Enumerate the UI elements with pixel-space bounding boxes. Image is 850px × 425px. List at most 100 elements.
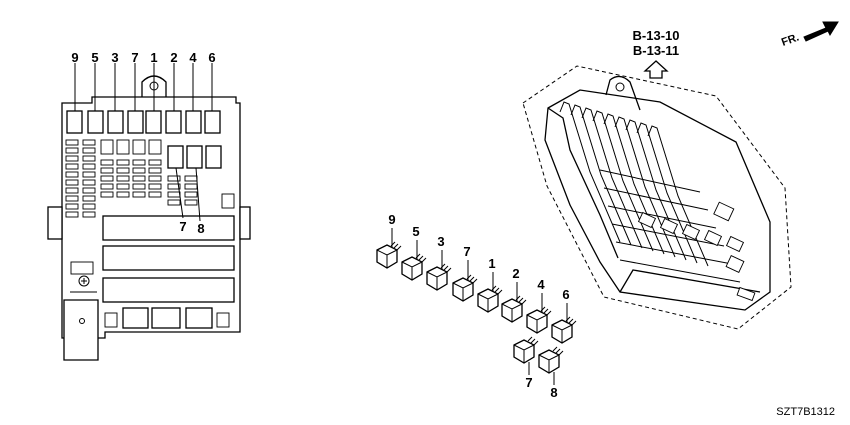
fuse-slot	[184, 191, 198, 198]
relay	[426, 250, 452, 291]
fuse-slot	[132, 183, 146, 190]
ground-screw-icon	[78, 275, 90, 287]
part-code: SZT7B1312	[776, 406, 835, 418]
fuse-box-front-view: 9 5 3 7 1 2 4 6 7 8	[47, 50, 251, 361]
fuse-slot	[82, 187, 96, 194]
left-label-6: 4	[189, 50, 197, 65]
exploded-relays	[376, 228, 577, 385]
fuse-slot	[116, 175, 130, 182]
fuse-slot	[65, 211, 79, 218]
relay-label-4: 1	[488, 256, 495, 271]
fuse-slot	[65, 163, 79, 170]
top-label-leaders	[74, 63, 213, 111]
fuse-slot	[132, 167, 146, 174]
left-label-3: 7	[131, 50, 138, 65]
relay	[376, 228, 402, 269]
fuse-slot	[82, 171, 96, 178]
fuse-slot	[65, 179, 79, 186]
left-label-bottom-0: 7	[179, 219, 186, 234]
fuse-slot	[65, 203, 79, 210]
reference-line-1: B-13-10	[633, 28, 680, 43]
front-direction-label: FR.	[780, 31, 801, 48]
fuse-slot	[65, 171, 79, 178]
fuse-slot	[100, 159, 114, 166]
fuse-slot	[82, 155, 96, 162]
left-label-bottom-1: 8	[197, 221, 204, 236]
relay	[551, 303, 577, 344]
relay	[526, 293, 552, 334]
fuse-slot	[116, 183, 130, 190]
fuse-slot	[82, 211, 96, 218]
relay-socket-7	[167, 145, 184, 169]
relay	[538, 346, 564, 385]
reference-line-2: B-13-11	[633, 43, 679, 58]
relay	[401, 240, 427, 281]
fuse-slot	[167, 175, 181, 182]
fuse-box-isometric	[522, 65, 792, 330]
up-arrow-icon	[643, 60, 669, 79]
fuse-slot	[65, 187, 79, 194]
fuse-slot	[132, 175, 146, 182]
fuse-slot	[148, 183, 162, 190]
fuse-slot	[65, 147, 79, 154]
fuse-slot	[82, 179, 96, 186]
left-label-2: 3	[111, 50, 118, 65]
relay	[513, 336, 539, 375]
fuse-slot	[167, 191, 181, 198]
fuse-slot	[148, 139, 162, 155]
relay	[477, 272, 503, 313]
front-direction-indicator: FR.	[780, 21, 839, 49]
left-label-5: 2	[170, 50, 177, 65]
fuse-slot	[132, 191, 146, 198]
fuse-slot	[65, 195, 79, 202]
relay-label-2: 3	[437, 234, 444, 249]
fuse-slot	[116, 167, 130, 174]
fuse-slot	[116, 159, 130, 166]
left-label-4: 1	[150, 50, 157, 65]
fuse-slot	[184, 183, 198, 190]
fuse-slot	[167, 199, 181, 206]
fuse-slot	[148, 159, 162, 166]
fuse-slot	[65, 155, 79, 162]
fuse-slot	[82, 163, 96, 170]
fuse-slot	[167, 183, 181, 190]
fuse-slot	[148, 167, 162, 174]
relay-label-0: 9	[388, 212, 395, 227]
fuse-slot	[82, 147, 96, 154]
fuse-slot	[82, 203, 96, 210]
left-label-1: 5	[91, 50, 98, 65]
connector-slot-1	[102, 215, 235, 241]
connector-slot-2	[102, 245, 235, 271]
fuse-slot	[100, 191, 114, 198]
relay-label-9: 8	[550, 385, 557, 400]
fuse-slot	[82, 139, 96, 146]
fuse-slot	[82, 195, 96, 202]
relay-socket-row	[66, 110, 221, 134]
fuse-slot	[100, 167, 114, 174]
relay-label-6: 4	[537, 277, 545, 292]
fuse-slot	[100, 183, 114, 190]
fuse-slot	[116, 191, 130, 198]
relay-label-3: 7	[463, 244, 470, 259]
fuse-slot	[132, 139, 146, 155]
fuse-slot	[184, 175, 198, 182]
fuse-slot	[148, 175, 162, 182]
fuse-slot	[100, 139, 114, 155]
box-internal-ribs	[559, 101, 745, 283]
fuse-slot	[132, 159, 146, 166]
fuse-slot	[116, 139, 130, 155]
relay-label-7: 6	[562, 287, 569, 302]
fuse-slot	[148, 191, 162, 198]
left-label-7: 6	[208, 50, 215, 65]
relay-socket-8	[186, 145, 203, 169]
left-label-0: 9	[71, 50, 78, 65]
dashed-outline	[522, 65, 792, 330]
relay-label-5: 2	[512, 266, 519, 281]
fuse-slot	[65, 139, 79, 146]
relay-label-8: 7	[525, 375, 532, 390]
relay	[452, 260, 478, 302]
connector-slot-3	[102, 277, 235, 303]
fuse-slot	[184, 199, 198, 206]
fuse-slot	[100, 175, 114, 182]
